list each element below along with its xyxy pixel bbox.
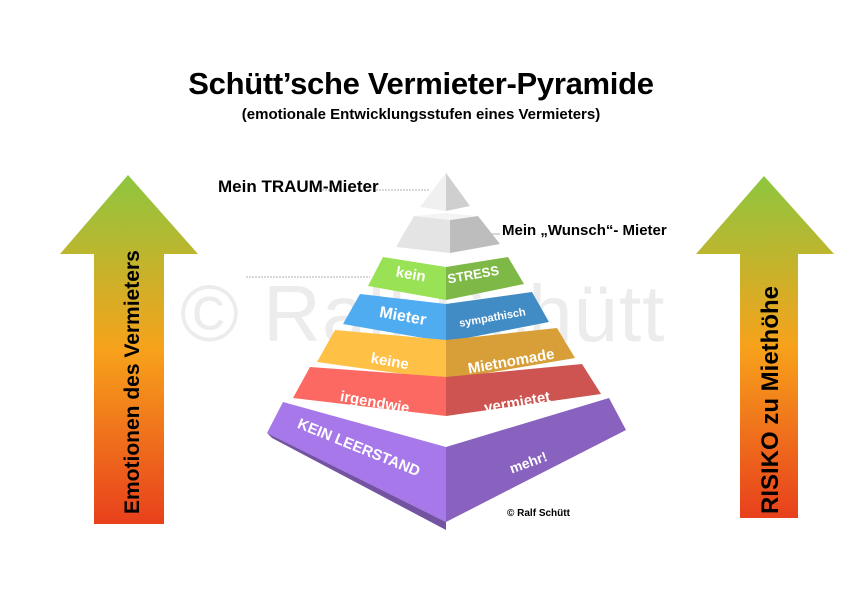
left-arrow-label: Emotionen des Vermieters (121, 250, 144, 514)
tier-2-right-face (446, 292, 549, 342)
tier-5-skirt (267, 433, 446, 530)
callout-wish-tenant: Mein „Wunsch“- Mieter (502, 222, 667, 239)
tier-5-left-face (267, 402, 446, 522)
tier-4-right-face (446, 364, 601, 416)
pyramid-tier-grey (396, 213, 500, 253)
copyright-note: © Ralf Schütt (507, 508, 570, 519)
tier-1-right-face (446, 257, 524, 300)
pyramid-apex (420, 173, 470, 211)
tier-3-left-label: keine (369, 350, 410, 373)
page-subtitle: (emotionale Entwicklungsstufen eines Ver… (241, 106, 601, 123)
right-arrow: RISIKO zu Miethöhe (696, 176, 834, 518)
left-arrow: Emotionen des Vermieters (60, 175, 198, 524)
tier-3-right-face (446, 328, 575, 380)
tier-3-left-face (317, 330, 446, 380)
tier-5-right-face (446, 398, 626, 522)
callout-dream-tenant: Mein TRAUM-Mieter (218, 177, 379, 196)
tier-4-left-face (293, 367, 446, 416)
tier-2-left-face (343, 294, 446, 342)
right-arrow-label: RISIKO zu Miethöhe (757, 286, 784, 514)
page-title: Schütt’sche Vermieter-Pyramide (188, 66, 654, 101)
tier-1-left-label: kein (395, 264, 428, 286)
tier-1-left-face (368, 257, 446, 300)
